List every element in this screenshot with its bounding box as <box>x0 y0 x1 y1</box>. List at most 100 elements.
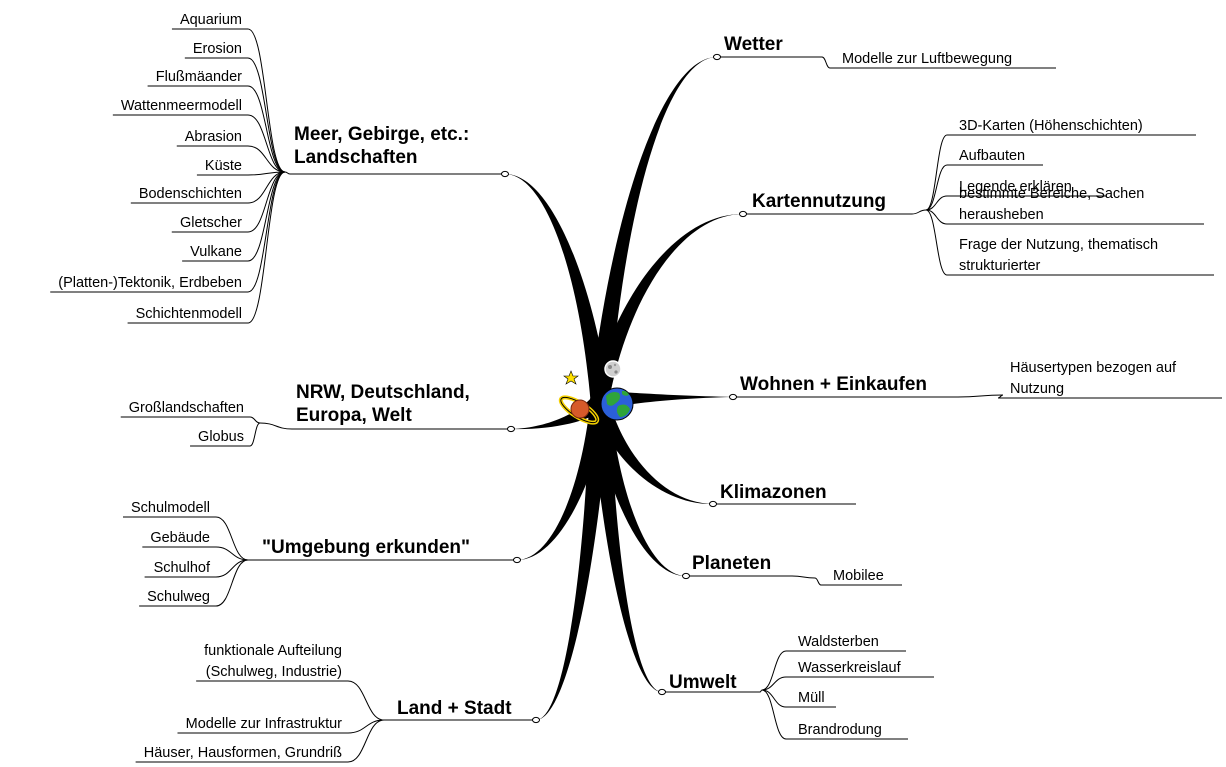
leaf-label: Modelle zur Infrastruktur <box>186 716 343 732</box>
leaf-connector <box>247 57 286 173</box>
leaf-connector <box>215 516 249 561</box>
leaf-label-line: herausheben <box>959 207 1044 223</box>
leaf-umgebung-0[interactable]: Schulmodell <box>123 500 216 518</box>
leaf-label-line: Bodenschichten <box>139 186 242 202</box>
leaf-landschaften-0[interactable]: Aquarium <box>171 12 248 30</box>
leaf-connector <box>247 171 286 233</box>
leaf-nrw-1[interactable]: Globus <box>190 429 250 447</box>
leaf-connector <box>925 195 948 211</box>
leaf-wetter-0[interactable]: Modelle zur Luftbewegung <box>830 51 1056 69</box>
leaf-label: Müll <box>798 690 825 706</box>
leaf-kartennutzung-1[interactable]: Aufbauten <box>947 148 1043 166</box>
leaf-label-line: Mobilee <box>833 568 884 584</box>
leaf-landschaften-8[interactable]: Vulkane <box>182 244 248 262</box>
junction-connector <box>259 422 293 430</box>
leaf-label-line: strukturierter <box>959 258 1041 274</box>
leaf-label-line: Schulhof <box>154 560 211 576</box>
branch-knob[interactable] <box>682 572 690 580</box>
leaf-label-line: Aufbauten <box>959 148 1025 164</box>
leaf-label-line: Waldsterben <box>798 634 879 650</box>
leaf-label-line: Wattenmeermodell <box>121 98 242 114</box>
leaf-connector <box>761 676 787 691</box>
leaf-label: Wasserkreislauf <box>798 660 902 676</box>
leaf-umgebung-1[interactable]: Gebäude <box>142 530 216 548</box>
branch-knob[interactable] <box>501 170 509 178</box>
branch-knob[interactable] <box>532 716 540 724</box>
leaf-landschaften-10[interactable]: Schichtenmodell <box>127 306 248 324</box>
leaf-umwelt-2[interactable]: Müll <box>786 690 836 708</box>
leaf-connector <box>925 164 948 211</box>
leaf-umgebung-2[interactable]: Schulhof <box>144 560 216 578</box>
leaf-label-line: Modelle zur Infrastruktur <box>186 716 343 732</box>
branch-knob[interactable] <box>709 500 717 508</box>
leaf-label-line: Häuser, Hausformen, Grundriß <box>144 745 342 761</box>
leaf-connector <box>249 422 261 447</box>
leaf-label: Bodenschichten <box>139 186 242 202</box>
leaf-label-line: funktionale Aufteilung <box>204 643 342 659</box>
leaf-label: Wattenmeermodell <box>121 98 242 114</box>
leaf-landschaften-1[interactable]: Erosion <box>184 41 248 59</box>
branch-umwelt[interactable]: Umwelt WaldsterbenWasserkreislaufMüllBran… <box>658 634 935 740</box>
branch-label-line: Umwelt <box>669 672 737 693</box>
branch-knob[interactable] <box>658 688 666 696</box>
branch-label: "Umgebung erkunden" <box>262 537 470 558</box>
leaf-landstadt-2[interactable]: Häuser, Hausformen, Grundriß <box>135 745 348 763</box>
branch-landschaften[interactable]: Meer, Gebirge, etc.:LandschaftenAquarium… <box>50 12 509 324</box>
leaf-umwelt-0[interactable]: Waldsterben <box>786 634 906 652</box>
leaf-landschaften-9[interactable]: (Platten-)Tektonik, Erdbeben <box>50 275 248 293</box>
branch-label-line: Planeten <box>692 553 771 574</box>
branch-knob[interactable] <box>513 556 521 564</box>
leaf-label: Häuser, Hausformen, Grundriß <box>144 745 342 761</box>
leaf-landstadt-0[interactable]: funktionale Aufteilung(Schulweg, Industr… <box>196 643 348 682</box>
leaf-landschaften-4[interactable]: Abrasion <box>176 129 248 147</box>
leaf-landschaften-2[interactable]: Flußmäander <box>147 69 248 87</box>
junction-connector <box>284 171 291 175</box>
branch-knob[interactable] <box>739 210 747 218</box>
branch-knob[interactable] <box>729 393 737 401</box>
branch-klimazonen[interactable]: Klimazonen <box>709 482 857 508</box>
leaf-landschaften-7[interactable]: Gletscher <box>171 215 248 233</box>
leaf-kartennutzung-0[interactable]: 3D-Karten (Höhenschichten) <box>947 118 1196 136</box>
leaf-connector <box>761 689 787 740</box>
leaf-umgebung-3[interactable]: Schulweg <box>139 589 216 607</box>
branch-kartennutzung[interactable]: Kartennutzung 3D-Karten (Höhenschichten) A… <box>739 118 1215 276</box>
leaf-label: 3D-Karten (Höhenschichten) <box>959 118 1143 134</box>
leaf-label: Gletscher <box>180 215 242 231</box>
leaf-label-line: Nutzung <box>1010 381 1064 397</box>
trunk-landstadt <box>536 398 610 721</box>
leaf-label-line: Modelle zur Luftbewegung <box>842 51 1012 67</box>
leaf-connector <box>761 650 787 691</box>
leaf-kartennutzung-2[interactable]: Legende erklären <box>947 179 1107 197</box>
leaf-label-line: Schulweg <box>147 589 210 605</box>
leaf-planeten-0[interactable]: Mobilee <box>821 568 902 586</box>
branch-nrw[interactable]: NRW, Deutschland,Europa, WeltGroßlandsch… <box>120 382 515 447</box>
leaf-landschaften-5[interactable]: Küste <box>196 158 248 176</box>
leaf-umwelt-1[interactable]: Wasserkreislauf <box>786 660 934 678</box>
leaf-landstadt-1[interactable]: Modelle zur Infrastruktur <box>177 716 348 734</box>
branch-label: Kartennutzung <box>752 191 886 212</box>
leaf-landschaften-6[interactable]: Bodenschichten <box>130 186 248 204</box>
branch-knob[interactable] <box>713 53 721 61</box>
branch-umgebung[interactable]: "Umgebung erkunden" SchulmodellGebäudeSch… <box>123 500 521 607</box>
leaf-connector <box>215 559 249 607</box>
trunk-umwelt <box>590 397 662 693</box>
branch-label-line: Meer, Gebirge, etc.: <box>294 124 469 145</box>
leaf-landschaften-3[interactable]: Wattenmeermodell <box>112 98 248 116</box>
leaf-label-line: 3D-Karten (Höhenschichten) <box>959 118 1143 134</box>
leaf-umwelt-3[interactable]: Brandrodung <box>786 722 908 740</box>
leaf-label-line: Gletscher <box>180 215 242 231</box>
leaf-connector <box>761 689 787 708</box>
leaf-nrw-0[interactable]: Großlandschaften <box>120 400 250 418</box>
junction-connector <box>957 394 1004 398</box>
branch-knob[interactable] <box>507 425 515 433</box>
